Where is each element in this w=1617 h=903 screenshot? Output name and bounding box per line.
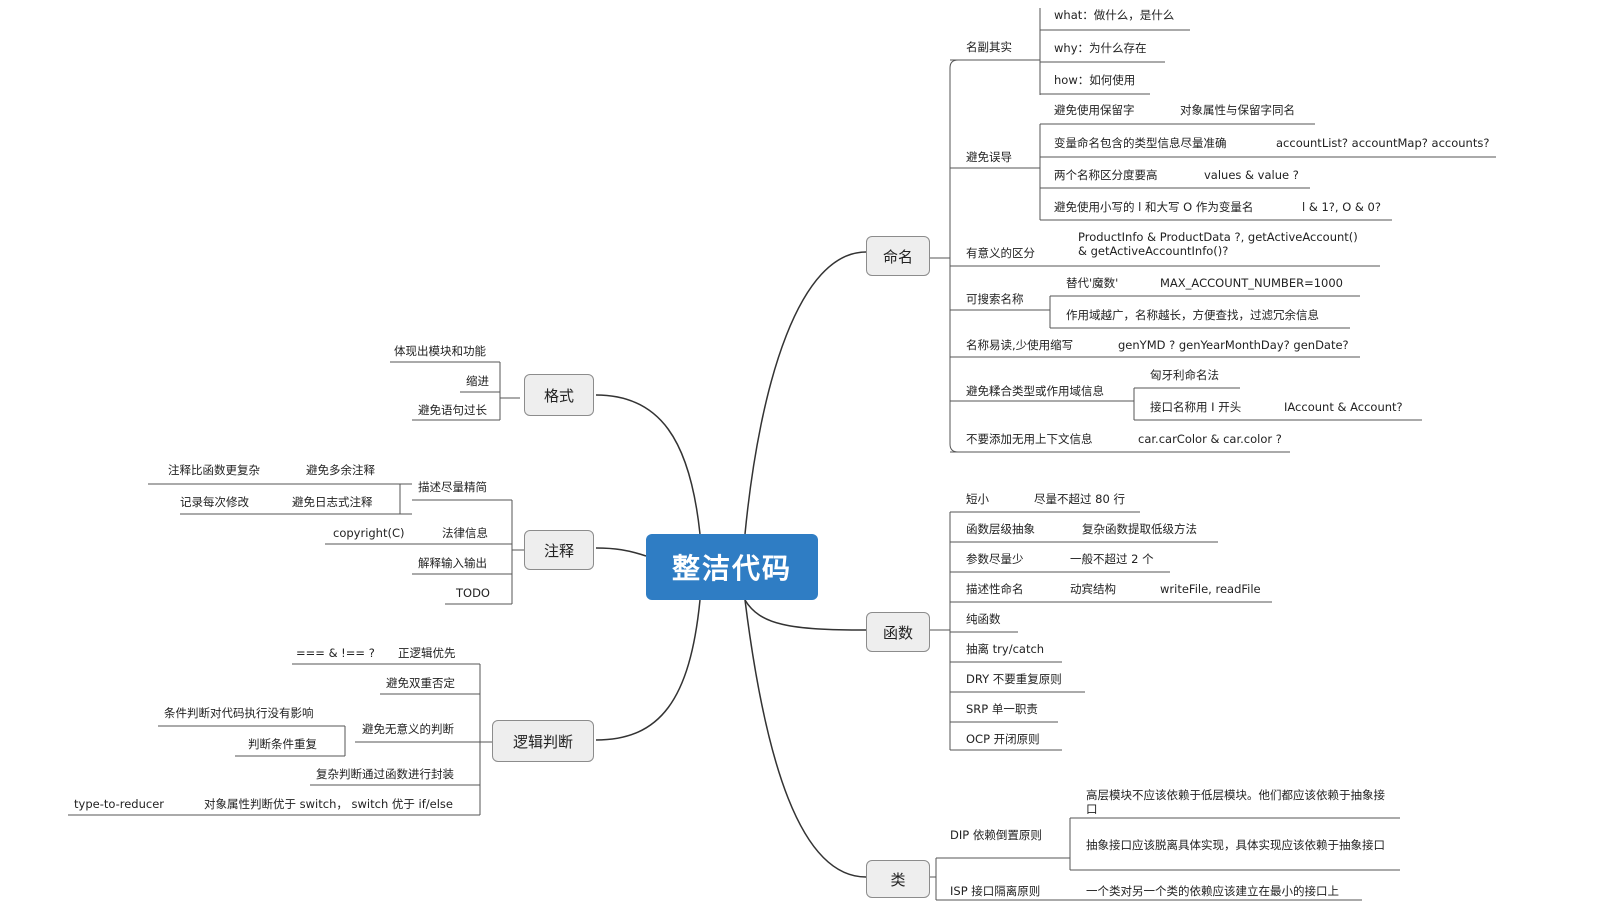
node-scope-longer[interactable]: 作用域越广，名称越长，方便查找，过滤冗余信息 (1066, 308, 1319, 322)
node-type-info[interactable]: 变量命名包含的类型信息尽量准确 (1054, 136, 1227, 150)
node-positive-example[interactable]: === & !== ? (296, 646, 375, 660)
node-dip[interactable]: DIP 依赖倒置原则 (950, 828, 1042, 842)
branch-functions[interactable]: 函数 (866, 612, 930, 652)
node-dry[interactable]: DRY 不要重复原则 (966, 672, 1062, 686)
node-legal-example[interactable]: copyright(C) (333, 526, 405, 540)
node-avoid-l-o-example[interactable]: l & 1?, O & 0? (1302, 200, 1381, 214)
branch-logic[interactable]: 逻辑判断 (492, 720, 594, 762)
node-few-params-example[interactable]: 一般不超过 2 个 (1070, 552, 1154, 566)
node-avoid-long[interactable]: 避免语句过长 (418, 403, 487, 417)
node-double-neg[interactable]: 避免双重否定 (386, 676, 455, 690)
node-extract-try[interactable]: 抽离 try/catch (966, 642, 1045, 656)
node-interface-i-example[interactable]: IAccount & Account? (1284, 400, 1403, 414)
node-concise[interactable]: 描述尽量精简 (418, 480, 487, 494)
node-descriptive[interactable]: 描述性命名 (966, 582, 1024, 596)
root-node[interactable]: 整洁代码 (646, 534, 818, 600)
node-legal[interactable]: 法律信息 (442, 526, 488, 540)
node-abstraction-example[interactable]: 复杂函数提取低级方法 (1082, 522, 1197, 536)
node-object-switch-example[interactable]: type-to-reducer (74, 797, 165, 811)
node-abstraction[interactable]: 函数层级抽象 (966, 522, 1035, 536)
branch-format[interactable]: 格式 (524, 374, 594, 416)
branch-classes[interactable]: 类 (866, 860, 930, 898)
node-srp[interactable]: SRP 单一职责 (966, 702, 1038, 716)
node-few-params[interactable]: 参数尽量少 (966, 552, 1024, 566)
node-object-switch[interactable]: 对象属性判断优于 switch， switch 优于 if/else (204, 797, 454, 811)
node-searchable[interactable]: 可搜索名称 (966, 292, 1024, 306)
node-dip-a[interactable]: 高层模块不应该依赖于低层模块。他们都应该依赖于抽象接口 (1086, 788, 1385, 816)
node-avoid-mislead[interactable]: 避免误导 (966, 150, 1012, 164)
node-what[interactable]: what：做什么，是什么 (1054, 8, 1175, 22)
node-name-real[interactable]: 名副其实 (966, 40, 1012, 54)
node-meaningless[interactable]: 避免无意义的判断 (362, 722, 454, 736)
node-descriptive-mid[interactable]: 动宾结构 (1070, 582, 1116, 596)
node-avoid-l-o[interactable]: 避免使用小写的 l 和大写 O 作为变量名 (1054, 200, 1254, 214)
node-readable-example[interactable]: genYMD ? genYearMonthDay? genDate? (1118, 338, 1349, 352)
node-descriptive-example[interactable]: writeFile, readFile (1160, 582, 1261, 596)
node-avoid-log-example[interactable]: 记录每次修改 (180, 495, 249, 509)
node-dip-b[interactable]: 抽象接口应该脱离具体实现，具体实现应该依赖于抽象接口 (1086, 838, 1385, 852)
node-positive[interactable]: 正逻辑优先 (398, 646, 456, 660)
node-no-context-example[interactable]: car.carColor & car.color ? (1138, 432, 1282, 446)
node-readable[interactable]: 名称易读,少使用缩写 (966, 338, 1074, 352)
node-io[interactable]: 解释输入输出 (418, 556, 487, 570)
node-avoid-reserved-example[interactable]: 对象属性与保留字同名 (1180, 103, 1295, 117)
node-distinct-names[interactable]: 两个名称区分度要高 (1054, 168, 1158, 182)
node-pure[interactable]: 纯函数 (966, 612, 1001, 626)
node-type-info-example[interactable]: accountList? accountMap? accounts? (1276, 136, 1490, 150)
node-distinct-names-example[interactable]: values & value ? (1204, 168, 1299, 182)
node-modules[interactable]: 体现出模块和功能 (394, 344, 486, 358)
node-indent[interactable]: 缩进 (466, 374, 489, 388)
node-todo[interactable]: TODO (456, 586, 490, 600)
node-short[interactable]: 短小 (966, 492, 989, 506)
branch-comments[interactable]: 注释 (524, 530, 594, 570)
node-isp-a[interactable]: 一个类对另一个类的依赖应该建立在最小的接口上 (1086, 884, 1339, 898)
node-replace-magic-example[interactable]: MAX_ACCOUNT_NUMBER=1000 (1160, 276, 1343, 290)
node-ocp[interactable]: OCP 开闭原则 (966, 732, 1040, 746)
node-meaningless-b[interactable]: 判断条件重复 (248, 737, 317, 751)
node-avoid-redundant-example[interactable]: 注释比函数更复杂 (168, 463, 260, 477)
node-why[interactable]: why：为什么存在 (1054, 41, 1147, 55)
node-avoid-reserved[interactable]: 避免使用保留字 (1054, 103, 1135, 117)
node-encapsulate[interactable]: 复杂判断通过函数进行封装 (316, 767, 454, 781)
node-replace-magic[interactable]: 替代'魔数' (1066, 276, 1119, 290)
node-hungarian[interactable]: 匈牙利命名法 (1150, 368, 1219, 382)
node-isp[interactable]: ISP 接口隔离原则 (950, 884, 1041, 898)
node-avoid-log[interactable]: 避免日志式注释 (292, 495, 373, 509)
node-interface-i[interactable]: 接口名称用 I 开头 (1150, 400, 1242, 414)
node-short-example[interactable]: 尽量不超过 80 行 (1034, 492, 1125, 506)
branch-naming[interactable]: 命名 (866, 236, 930, 276)
node-meaningful-example[interactable]: ProductInfo & ProductData ?, getActiveAc… (1078, 230, 1358, 258)
node-meaningful[interactable]: 有意义的区分 (966, 246, 1035, 260)
node-no-context[interactable]: 不要添加无用上下文信息 (966, 432, 1093, 446)
node-how[interactable]: how：如何使用 (1054, 73, 1136, 87)
node-meaningless-a[interactable]: 条件判断对代码执行没有影响 (164, 706, 314, 720)
node-avoid-encoding[interactable]: 避免糅合类型或作用域信息 (966, 384, 1104, 398)
node-avoid-redundant[interactable]: 避免多余注释 (306, 463, 375, 477)
